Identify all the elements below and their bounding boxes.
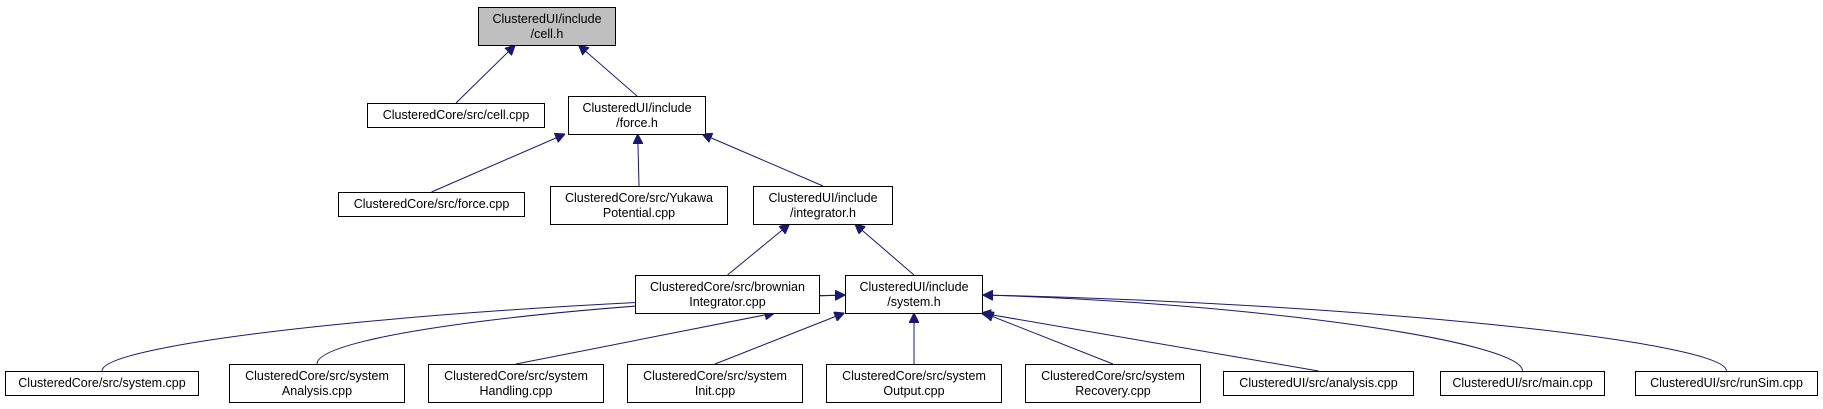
graph-node-force-h[interactable]: ClusteredUI/include/force.h xyxy=(568,96,706,135)
graph-node-label: ClusteredUI/include xyxy=(582,100,692,115)
graph-node-main-cpp[interactable]: ClusteredUI/src/main.cpp xyxy=(1440,371,1605,396)
graph-node-label: Recovery.cpp xyxy=(1075,383,1151,398)
graph-node-label: ClusteredCore/src/cell.cpp xyxy=(382,108,530,122)
graph-edge-system-recovery-cpp-to-system-h xyxy=(984,313,1114,365)
graph-node-label: ClusteredCore/src/Yukawa xyxy=(565,190,713,205)
graph-node-label: Init.cpp xyxy=(694,383,736,398)
graph-edge-brownian-cpp-to-integrator-h xyxy=(727,224,790,276)
graph-edge-integrator-h-to-force-h xyxy=(702,134,824,187)
graph-node-integrator-h[interactable]: ClusteredUI/include/integrator.h xyxy=(753,186,893,225)
graph-edge-analysis-cpp-to-system-h xyxy=(981,313,1319,372)
graph-node-label: ClusteredCore/src/brownian xyxy=(650,279,805,294)
graph-node-label: ClusteredUI/include xyxy=(768,190,878,205)
graph-edge-yukawa-cpp-to-force-h xyxy=(638,134,639,187)
graph-edge-main-cpp-to-system-h xyxy=(983,295,1523,372)
graph-node-label: ClusteredUI/src/main.cpp xyxy=(1452,376,1593,390)
graph-node-label: ClusteredCore/src/system xyxy=(842,368,986,383)
graph-node-runsim-cpp[interactable]: ClusteredUI/src/runSim.cpp xyxy=(1635,371,1818,396)
graph-node-cell-h[interactable]: ClusteredUI/include/cell.h xyxy=(478,7,616,46)
graph-node-label: ClusteredCore/src/force.cpp xyxy=(353,197,510,211)
graph-node-label: ClusteredCore/src/system xyxy=(245,368,389,383)
graph-node-label: Integrator.cpp xyxy=(689,294,766,309)
graph-node-label: Handling.cpp xyxy=(479,383,553,398)
graph-edge-runsim-cpp-to-system-h xyxy=(983,295,1727,372)
graph-node-label: Potential.cpp xyxy=(602,205,676,220)
graph-node-label: ClusteredCore/src/system xyxy=(444,368,588,383)
graph-node-system-cpp[interactable]: ClusteredCore/src/system.cpp xyxy=(5,371,199,396)
graph-node-force-cpp[interactable]: ClusteredCore/src/force.cpp xyxy=(338,192,525,217)
graph-edge-cell-cpp-to-cell-h xyxy=(455,45,515,104)
graph-node-label: /force.h xyxy=(616,115,658,130)
graph-node-label: ClusteredCore/src/system xyxy=(643,368,787,383)
graph-node-label: /cell.h xyxy=(530,26,564,41)
graph-edge-force-h-to-cell-h xyxy=(579,45,638,97)
graph-edge-force-cpp-to-force-h xyxy=(431,134,566,193)
graph-node-label: /system.h xyxy=(887,294,941,309)
graph-node-label: ClusteredUI/src/runSim.cpp xyxy=(1650,376,1803,390)
graph-node-system-h[interactable]: ClusteredUI/include/system.h xyxy=(845,275,983,314)
graph-node-label: ClusteredUI/include xyxy=(859,279,969,294)
graph-node-analysis-cpp[interactable]: ClusteredUI/src/analysis.cpp xyxy=(1223,371,1414,396)
graph-node-label: Output.cpp xyxy=(883,383,945,398)
graph-node-label: /integrator.h xyxy=(789,205,856,220)
graph-node-label: ClusteredCore/src/system xyxy=(1041,368,1185,383)
graph-node-label: ClusteredUI/include xyxy=(492,11,602,26)
graph-node-label: ClusteredCore/src/system.cpp xyxy=(18,376,186,390)
graph-edge-system-handling-cpp-to-system-h xyxy=(515,313,775,365)
graph-edge-system-h-to-integrator-h xyxy=(855,224,915,276)
graph-node-cell-cpp[interactable]: ClusteredCore/src/cell.cpp xyxy=(367,103,545,128)
graph-node-label: Analysis.cpp xyxy=(281,383,353,398)
graph-edge-system-init-cpp-to-system-h xyxy=(714,313,844,365)
graph-node-label: ClusteredUI/src/analysis.cpp xyxy=(1239,376,1398,390)
